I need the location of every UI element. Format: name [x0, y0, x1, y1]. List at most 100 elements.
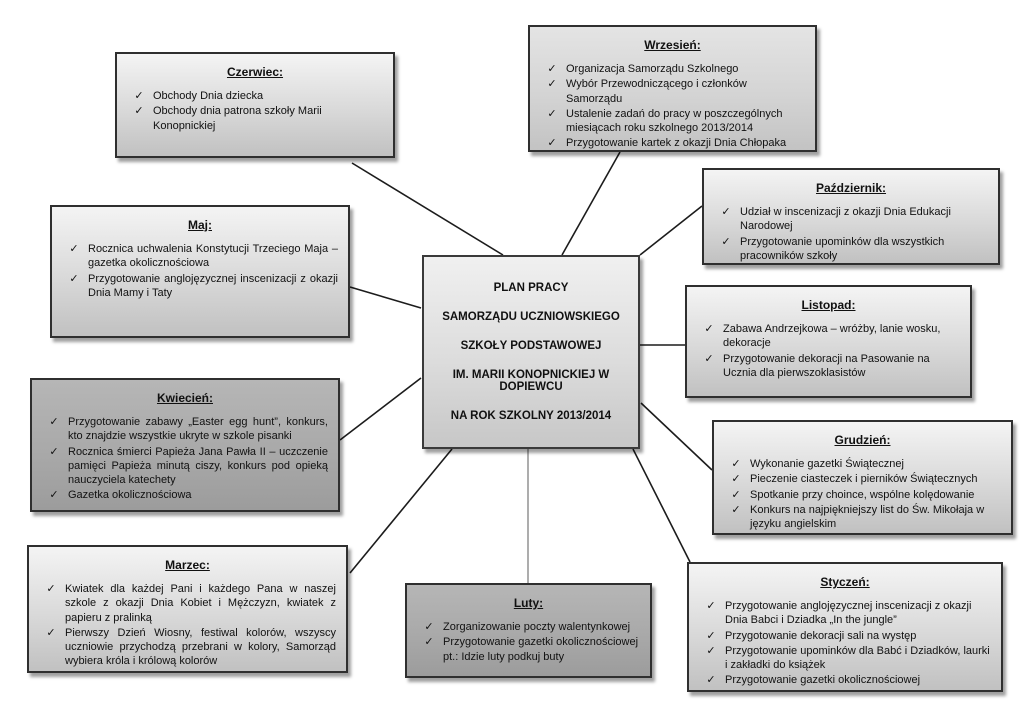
plan-item-text: Przygotowanie gazetki okolicznościowej p…	[443, 636, 639, 663]
plan-item: ✓ Przygotowanie dekoracji sali na występ	[697, 629, 991, 643]
connector-line	[339, 377, 422, 441]
plan-item-text: Przygotowanie zabawy „Easter egg hunt”, …	[68, 416, 328, 443]
center-title-line: PLAN PRACY	[493, 282, 569, 294]
plan-item-text: Obchody Dnia dziecka	[153, 90, 264, 102]
check-icon: ✓	[731, 458, 741, 470]
month-box-kwiecien: Kwiecień: ✓ Przygotowanie zabawy „Easter e…	[30, 378, 340, 512]
check-icon: ✓	[69, 243, 79, 255]
connector-line	[561, 151, 621, 256]
plan-item: ✓Konkurs na najpiękniejszy list do Św. M…	[722, 503, 1001, 532]
plan-item-text: Pieczenie ciasteczek i pierników Świątec…	[750, 473, 978, 486]
plan-item-list: ✓ Udział w inscenizacji z okazji Dnia Edu…	[712, 205, 988, 263]
plan-item: ✓Wybór Przewodniczącego i członków Samor…	[538, 77, 805, 106]
check-icon: ✓	[704, 323, 714, 335]
plan-item-text: Przygotowanie gazetki okolicznościowej	[725, 674, 921, 687]
month-title: Grudzień:	[834, 433, 891, 447]
month-title: Marzec:	[165, 558, 210, 572]
check-icon: ✓	[49, 489, 59, 502]
check-icon: ✓	[37, 670, 65, 672]
check-icon: ✓	[134, 105, 144, 118]
plan-item: ✓Rocznica śmierci Papieża Jana Pawła II …	[40, 445, 328, 488]
plan-item-text: Ustalenie zadań do pracy w poszczególnyc…	[566, 107, 783, 135]
month-title: Wrzesień:	[644, 38, 701, 52]
plan-item: ✓ Pieczenie ciasteczek i pierników Świąte…	[722, 472, 1001, 486]
plan-item: ✓ Udział w inscenizacji z okazji Dnia Edu…	[712, 205, 988, 234]
connector-line	[639, 205, 703, 256]
plan-item: ✓ Obchody Dnia dziecka	[125, 89, 383, 103]
plan-item-list: ✓ Obchody Dnia dziecka ✓ Obchody dnia patro…	[125, 89, 383, 133]
center-title-line: NA ROK SZKOLNY 2013/2014	[450, 410, 612, 422]
connector-line	[349, 286, 422, 309]
plan-item: ✓ Obchody dnia patrona szkoły Marii Konop…	[125, 104, 383, 133]
plan-item: ✓Przygotowanie gazetki okolicznościowej …	[415, 635, 640, 664]
month-title: Październik:	[815, 181, 887, 195]
plan-item-text: Przygotowanie dekoracji sali na występ	[725, 629, 917, 642]
plan-item-text: Przygotowanie upominków dla Babć i Dziad…	[725, 644, 990, 672]
plan-item: ✓ Rocznica uchwalenia Konstytucji Trzecie…	[60, 242, 338, 271]
check-icon: ✓	[731, 473, 741, 486]
plan-item-list: ✓ Przygotowanie zabawy „Easter egg hunt”,…	[40, 415, 328, 503]
plan-item-text: Spotkanie przy choince, wspólne kolędowa…	[750, 488, 975, 501]
plan-item: ✓ Ustalenie zadań do pracy w poszczególny…	[538, 107, 805, 136]
month-box-listopad: Listopad: ✓ Zabawa Andrzejkowa – wróżby, l…	[685, 285, 972, 398]
connector-line	[349, 448, 453, 574]
month-box-grudzien: Grudzień:✓Wykonanie gazetki Świątecznej✓…	[712, 420, 1013, 535]
plan-item-text: Zorganizowanie poczty walentynkowej	[443, 621, 631, 633]
plan-item: ✓Kwiatek dla każdej Pani i każdego Pana …	[37, 582, 336, 625]
month-box-maj: Maj:✓Rocznica uchwalenia Konstytucji Trz…	[50, 205, 350, 338]
check-icon: ✓	[547, 78, 557, 91]
month-title: Czerwiec:	[226, 65, 284, 79]
plan-item-text: Wykonanie gazetki Świątecznej	[750, 458, 904, 470]
month-title: Kwiecień:	[156, 391, 213, 405]
check-icon: ✓	[721, 235, 731, 248]
plan-item-list: ✓ Rocznica uchwalenia Konstytucji Trzecie…	[60, 242, 338, 300]
check-icon: ✓	[134, 90, 144, 102]
check-icon: ✓	[69, 272, 79, 285]
check-icon: ✓	[721, 206, 731, 218]
check-icon: ✓	[706, 629, 716, 642]
check-icon: ✓	[547, 107, 557, 120]
center-title-line: SZKOŁY PODSTAWOWEJ	[460, 340, 602, 352]
plan-item: ✓Przygotowanie kartek z okazji Dnia Chło…	[538, 136, 805, 150]
plan-item-text: Udział w inscenizacji z okazji Dnia Eduk…	[740, 206, 951, 233]
plan-item-text: Obchody dnia patrona szkoły Marii Konopn…	[153, 105, 322, 132]
center-node: PLAN PRACY SAMORZĄDU UCZNIOWSKIEGO SZKOŁY …	[422, 255, 640, 449]
check-icon: ✓	[424, 621, 434, 633]
plan-item-text: Rocznica uchwalenia Konstytucji Trzecieg…	[88, 243, 338, 270]
plan-item-list: ✓ Przygotowanie anglojęzycznej inscenizac…	[697, 599, 991, 688]
plan-item: ✓Gazetka okolicznościowa	[40, 488, 328, 502]
month-box-marzec: Marzec:✓Kwiatek dla każdej Pani i każdeg…	[27, 545, 348, 673]
plan-item: ✓ Przygotowanie gazetki okolicznościowej	[697, 673, 991, 687]
plan-item-list: ✓ Wykonanie gazetki Świątecznej ✓ Pieczenie…	[722, 457, 1001, 531]
plan-item: ✓Przygotowanie anglojęzycznej inscenizac…	[60, 272, 338, 301]
month-box-pazdziernik: Październik: ✓ Udział w inscenizacji z oka…	[702, 168, 1000, 265]
plan-item-text: Pierwszy Dzień Wiosny, festiwal kolorów,…	[65, 626, 336, 668]
month-title: Styczeń:	[820, 575, 870, 589]
check-icon: ✓	[704, 352, 714, 365]
check-icon: ✓	[49, 445, 59, 458]
plan-item-text: Przygotowanie anglojęzycznej inscenizacj…	[725, 600, 972, 627]
center-title-line: SAMORZĄDU UCZNIOWSKIEGO	[442, 311, 620, 323]
check-icon: ✓	[731, 488, 741, 501]
check-icon: ✓	[46, 626, 56, 639]
check-icon: ✓	[547, 137, 557, 150]
plan-item-text: Kwiatek dla każdej Pani i każdego Pana w…	[65, 583, 336, 624]
plan-item-text: Organizacja Samorządu Szkolnego	[566, 63, 739, 75]
plan-item-text: Zabawa Andrzejkowa – wróżby, lanie wosku…	[723, 323, 941, 350]
plan-item-list: ✓ Zabawa Andrzejkowa – wróżby, lanie wosk…	[695, 322, 960, 380]
plan-item: ✓	[37, 670, 336, 672]
plan-item: ✓Pierwszy Dzień Wiosny, festiwal kolorów…	[37, 626, 336, 669]
month-box-styczen: Styczeń: ✓ Przygotowanie anglojęzycznej in…	[687, 562, 1003, 692]
month-title: Luty:	[513, 596, 544, 610]
month-box-luty: Luty: ✓ Zorganizowanie poczty walentynkowe…	[405, 583, 652, 678]
plan-item-list: ✓ Organizacja Samorządu Szkolnego ✓Wybór P…	[538, 62, 805, 150]
plan-item-text	[65, 670, 336, 671]
connector-line	[632, 448, 691, 563]
check-icon: ✓	[706, 674, 716, 687]
month-box-czerwiec: Czerwiec: ✓ Obchody Dnia dziecka ✓ Obchody d…	[115, 52, 395, 158]
check-icon: ✓	[547, 63, 557, 75]
month-title: Listopad:	[801, 298, 856, 312]
plan-item: ✓ Wykonanie gazetki Świątecznej	[722, 457, 1001, 471]
plan-item: ✓ Zorganizowanie poczty walentynkowej	[415, 620, 640, 634]
